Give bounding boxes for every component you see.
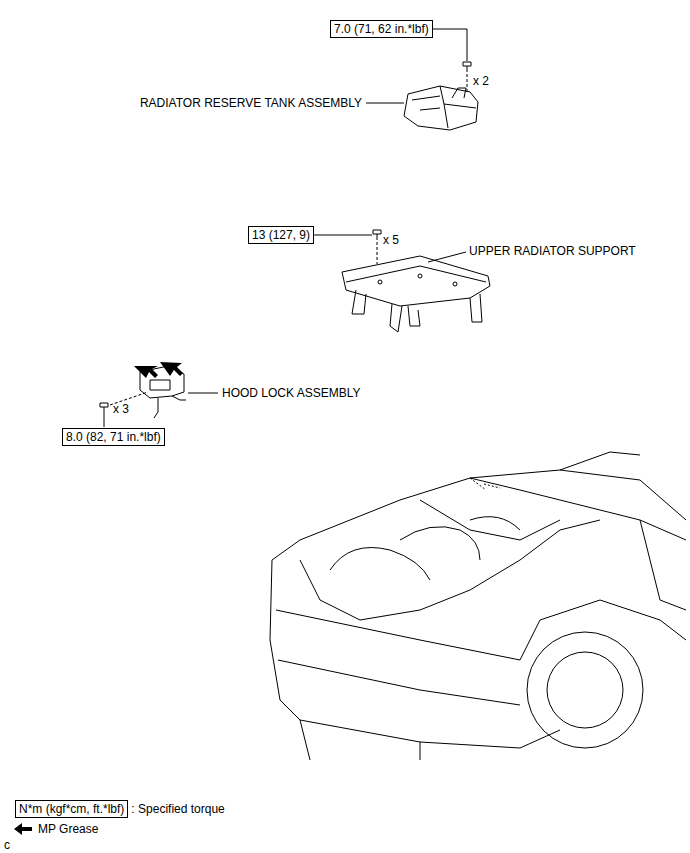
torque-box: 7.0 (71, 62 in.*lbf) <box>330 20 433 38</box>
legend-text: MP Grease <box>38 822 98 836</box>
torque-value: 8.0 (82, 71 in.*lbf) <box>66 430 161 444</box>
leader-line <box>314 235 372 236</box>
quantity: x 5 <box>383 233 399 247</box>
torque-value: N*m (kgf*cm, ft.*lbf) <box>19 802 124 816</box>
bolt <box>373 230 381 240</box>
bolt <box>463 62 471 72</box>
quantity: x 3 <box>113 402 129 416</box>
torque-box: N*m (kgf*cm, ft.*lbf) <box>15 800 128 818</box>
part-label: c <box>4 838 10 852</box>
torque-value: 13 (127, 9) <box>252 228 310 242</box>
part-label: UPPER RADIATOR SUPPORT <box>469 244 636 258</box>
torque-value: 7.0 (71, 62 in.*lbf) <box>334 22 429 36</box>
radiator-support <box>342 256 490 306</box>
reserve-tank <box>404 86 478 130</box>
leader-line <box>433 29 467 61</box>
part-label: : Specified torque <box>131 802 224 816</box>
bolt <box>100 403 108 412</box>
grease-arrow <box>134 362 183 378</box>
torque-box: 13 (127, 9) <box>248 226 314 244</box>
legend-arrow <box>14 823 32 835</box>
part-label: HOOD LOCK ASSEMBLY <box>222 386 361 400</box>
vehicle <box>270 452 686 760</box>
torque-box: 8.0 (82, 71 in.*lbf) <box>62 428 165 446</box>
quantity: x 2 <box>473 74 489 88</box>
part-label: RADIATOR RESERVE TANK ASSEMBLY <box>140 96 362 110</box>
